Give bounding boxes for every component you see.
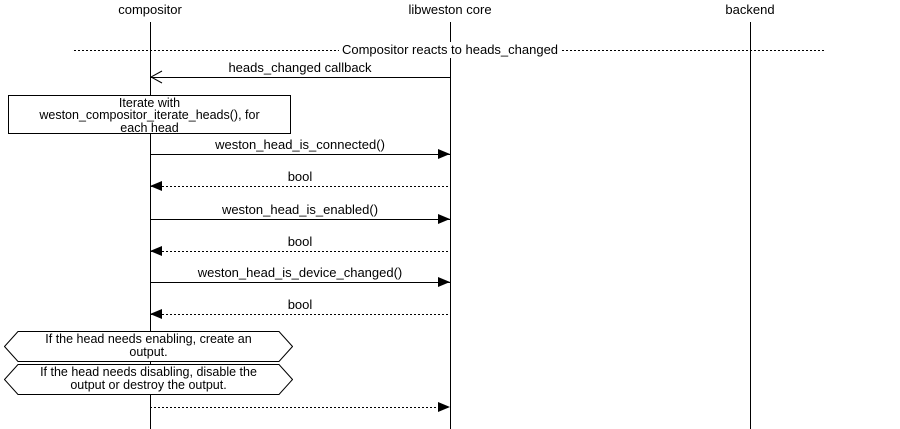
message-line xyxy=(150,314,450,315)
message-line xyxy=(150,219,450,220)
message-line xyxy=(150,407,450,408)
note-line: each head xyxy=(120,120,179,135)
filled-arrowhead-right-icon xyxy=(438,402,450,412)
condition-box-disable: If the head needs disabling, disable the… xyxy=(4,364,293,395)
condition-box-enable: If the head needs enabling, create an ou… xyxy=(4,331,293,362)
filled-arrowhead-left-icon xyxy=(150,309,162,319)
condition-hexagon-shape xyxy=(4,364,293,395)
message-label: weston_head_is_device_changed() xyxy=(197,265,403,280)
note-line: weston_compositor_iterate_heads(), for xyxy=(39,108,260,123)
diagram-title: Compositor reacts to heads_changed xyxy=(338,42,562,58)
iteration-note: Iterate with weston_compositor_iterate_h… xyxy=(8,95,291,134)
lifeline-compositor xyxy=(150,22,151,429)
note-line: Iterate with xyxy=(118,96,181,110)
condition-hexagon-shape xyxy=(4,331,293,362)
message-label: weston_head_is_connected() xyxy=(215,137,385,152)
filled-arrowhead-right-icon xyxy=(438,277,450,287)
actor-label-backend: backend xyxy=(725,2,775,17)
filled-arrowhead-right-icon xyxy=(438,214,450,224)
condition-text: If the head needs disabling, disable the… xyxy=(4,366,293,392)
message-line xyxy=(150,154,450,155)
message-line xyxy=(150,186,450,187)
message-label: bool xyxy=(287,169,313,184)
condition-text: If the head needs enabling, create an ou… xyxy=(4,333,293,359)
message-line xyxy=(150,282,450,283)
filled-arrowhead-left-icon xyxy=(150,246,162,256)
condition-line: If the head needs disabling, disable the xyxy=(40,365,257,379)
message-label: weston_head_is_enabled() xyxy=(221,202,379,217)
condition-line: output. xyxy=(129,345,168,359)
lifeline-backend xyxy=(750,22,751,429)
actor-label-libweston-core: libweston core xyxy=(408,2,492,17)
open-arrowhead-left-icon xyxy=(150,70,163,84)
filled-arrowhead-left-icon xyxy=(150,181,162,191)
message-label: bool xyxy=(287,234,313,249)
condition-line: output or destroy the output. xyxy=(70,378,227,392)
message-line xyxy=(150,77,450,78)
condition-line: If the head needs enabling, create an xyxy=(45,332,252,346)
filled-arrowhead-right-icon xyxy=(438,149,450,159)
lifeline-libweston-core xyxy=(450,22,451,429)
message-label: heads_changed callback xyxy=(228,60,372,75)
actor-label-compositor: compositor xyxy=(118,2,182,17)
message-label: bool xyxy=(287,297,313,312)
message-line xyxy=(150,251,450,252)
